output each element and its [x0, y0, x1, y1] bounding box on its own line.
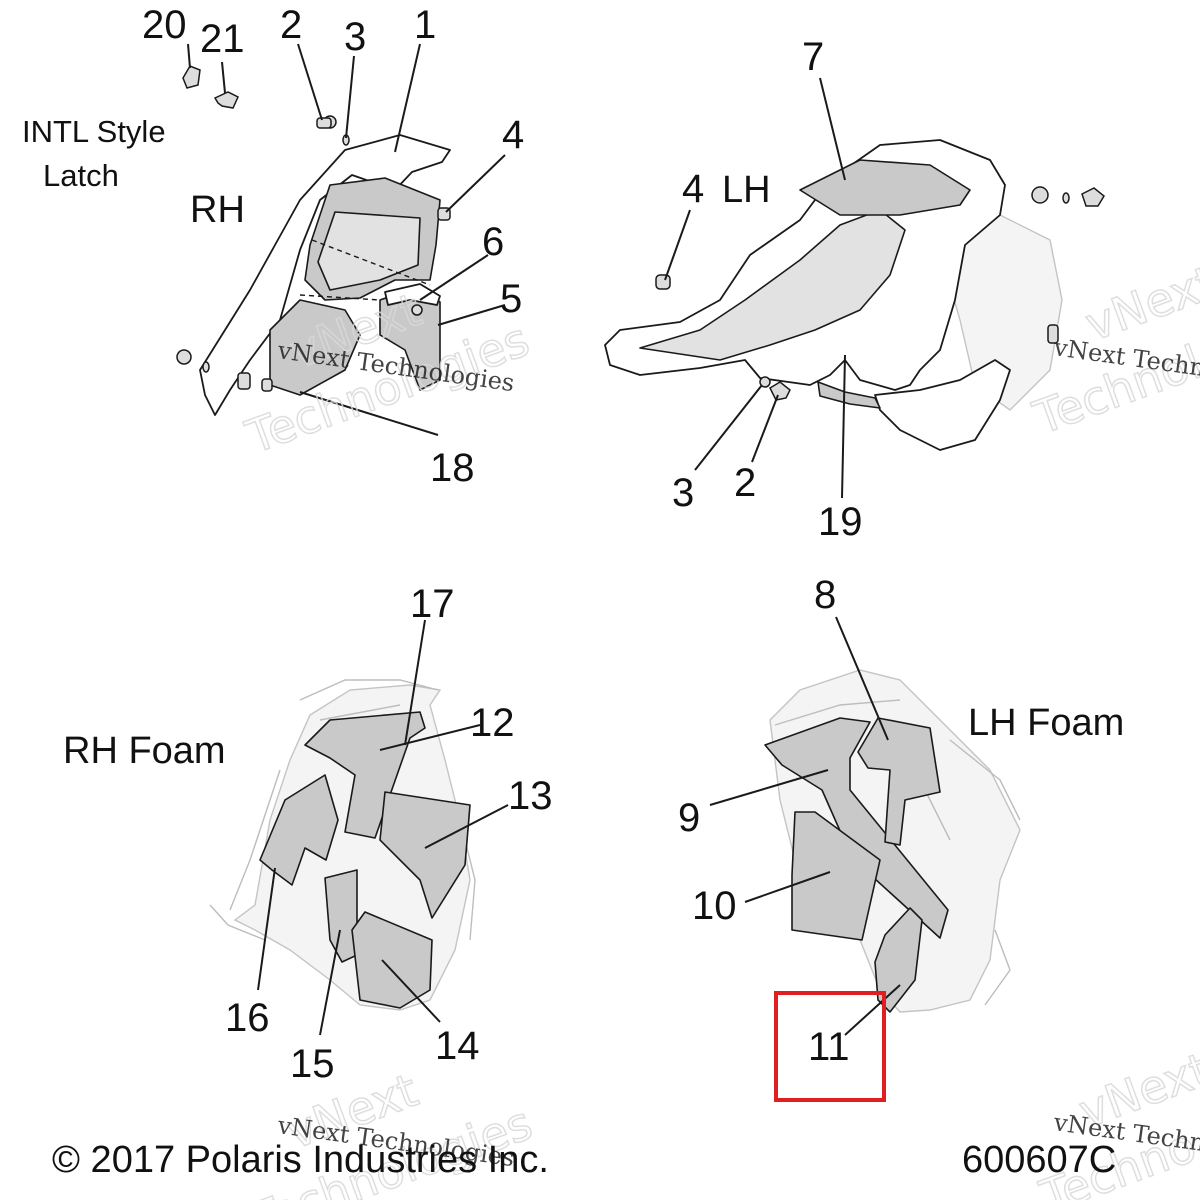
- callout-21: 21: [200, 17, 245, 61]
- lh-fender-assembly: [604, 139, 1105, 451]
- callout-numbers: 20 21 2 3 1 4 6 5 18 7 4 3 2 19 17 12 13…: [142, 3, 863, 1086]
- callout-9: 9: [678, 796, 700, 840]
- callout-19: 19: [818, 500, 863, 544]
- callout-13: 13: [508, 774, 553, 818]
- callout-3-rh: 3: [344, 15, 366, 59]
- callout-16: 16: [225, 996, 270, 1040]
- callout-2-lh: 2: [734, 461, 756, 505]
- latch-label: Latch: [43, 158, 119, 193]
- callout-18: 18: [430, 446, 475, 490]
- callout-4-lh: 4: [682, 167, 704, 211]
- callout-14: 14: [435, 1024, 480, 1068]
- section-labels: INTL Style Latch RH LH RH Foam LH Foam: [22, 114, 1124, 772]
- callout-1: 1: [414, 3, 436, 47]
- callout-17: 17: [410, 582, 455, 626]
- rh-fender-assembly: [176, 65, 451, 416]
- callout-10: 10: [692, 884, 737, 928]
- callout-11: 11: [808, 1025, 850, 1069]
- callout-6: 6: [482, 220, 504, 264]
- intl-style-label: INTL Style: [22, 114, 166, 149]
- copyright-text: © 2017 Polaris Industries Inc.: [52, 1139, 549, 1181]
- footer: © 2017 Polaris Industries Inc. 600607C: [52, 1139, 1116, 1181]
- callout-15: 15: [290, 1042, 335, 1086]
- callout-12: 12: [470, 701, 515, 745]
- leader-lines: [187, 43, 901, 1036]
- lh-foam-assembly: [764, 669, 1021, 1013]
- lh-label: LH: [722, 169, 771, 211]
- callout-8: 8: [814, 573, 836, 617]
- rh-label: RH: [190, 189, 245, 231]
- callout-2-rh: 2: [280, 3, 302, 47]
- callout-7: 7: [802, 35, 824, 79]
- lh-foam-label: LH Foam: [968, 702, 1124, 744]
- highlight-box: [774, 991, 886, 1102]
- callout-20: 20: [142, 3, 187, 47]
- drawing-number: 600607C: [962, 1139, 1116, 1181]
- callout-5: 5: [500, 277, 522, 321]
- rh-foam-label: RH Foam: [63, 730, 226, 772]
- rh-foam-assembly: [209, 679, 476, 1011]
- callout-3-lh: 3: [672, 471, 694, 515]
- callout-4-rh: 4: [502, 113, 524, 157]
